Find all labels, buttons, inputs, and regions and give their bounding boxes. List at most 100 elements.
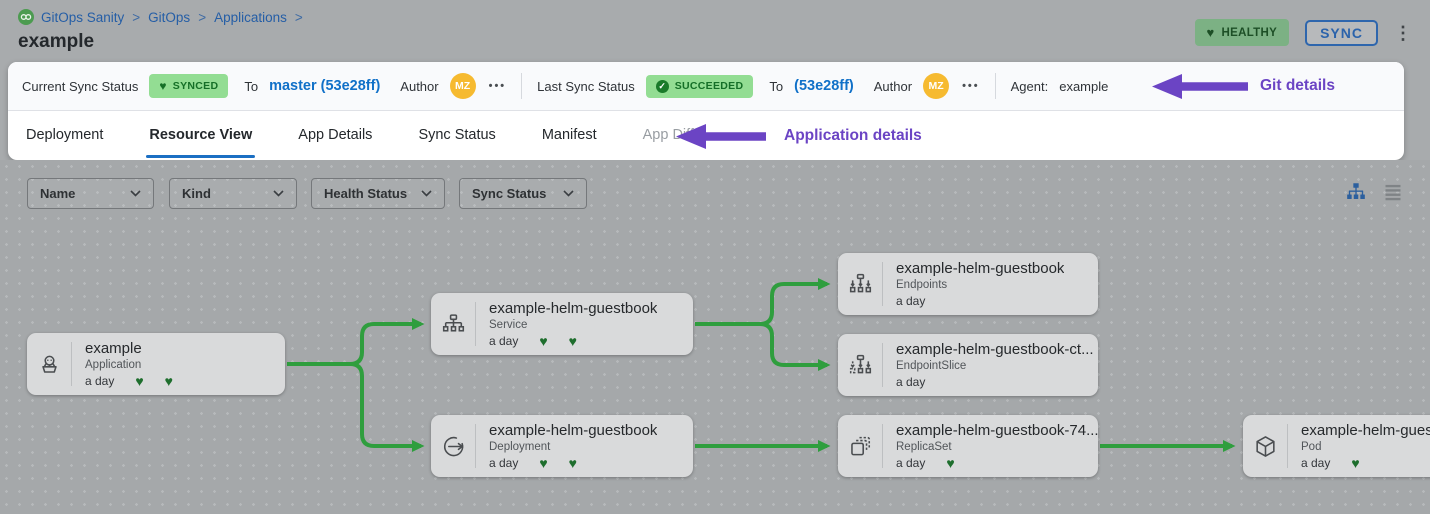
breadcrumb-module[interactable]: GitOps <box>148 9 191 25</box>
heart-icon: ♥ <box>539 333 548 349</box>
breadcrumb: GitOps Sanity > GitOps > Applications > <box>18 9 304 25</box>
git-details-arrow-icon <box>1152 74 1248 99</box>
heart-icon: ♥ <box>568 455 577 471</box>
tab-app-details[interactable]: App Details <box>298 127 373 143</box>
tree-view-icon[interactable] <box>1346 182 1366 202</box>
list-view-icon[interactable] <box>1383 182 1403 202</box>
node-health-hearts: ♥♥ <box>135 374 173 388</box>
author-avatar: MZ <box>449 73 476 99</box>
node-name: example-helm-guestbook <box>896 260 1065 277</box>
agent-label: Agent: <box>1010 78 1049 94</box>
tab-app-diff[interactable]: App Diff <box>642 127 694 143</box>
heart-icon: ♥ <box>164 373 173 389</box>
node-replicaset[interactable]: example-helm-guestbook-74... ReplicaSet … <box>838 415 1098 477</box>
breadcrumb-separator: > <box>198 9 207 25</box>
kebab-menu-icon[interactable]: ⋮ <box>1394 22 1412 43</box>
chevron-down-icon <box>130 190 141 197</box>
node-deployment[interactable]: example-helm-guestbook Deployment a day ♥… <box>431 415 693 477</box>
service-icon <box>431 302 476 346</box>
sync-status-filter-label: Sync Status <box>472 186 547 201</box>
kind-filter-dropdown[interactable]: Kind <box>169 178 297 209</box>
application-icon <box>27 342 72 386</box>
heart-icon: ♥ <box>568 333 577 349</box>
git-details-card: Current Sync Status ♥ SYNCED To master (… <box>8 62 1404 160</box>
kind-filter-label: Kind <box>182 186 211 201</box>
ellipsis-menu-icon[interactable]: ••• <box>962 80 980 92</box>
synced-badge-label: SYNCED <box>172 80 219 92</box>
node-age: a day <box>896 375 926 389</box>
node-name: example <box>85 340 142 357</box>
health-status-filter-dropdown[interactable]: Health Status <box>311 178 445 209</box>
tab-sync-status[interactable]: Sync Status <box>418 127 496 143</box>
chevron-down-icon <box>421 190 432 197</box>
application-details-annotation: Application details <box>784 127 922 144</box>
heart-icon: ♥ <box>135 373 144 389</box>
node-age: a day <box>896 456 926 470</box>
heart-icon: ♥ <box>946 455 955 471</box>
page-title: example <box>18 31 95 52</box>
node-kind: Service <box>489 319 528 331</box>
node-health-hearts: ♥ <box>946 456 954 470</box>
health-status-badge: ♥ HEALTHY <box>1194 19 1290 46</box>
tab-resource-view[interactable]: Resource View <box>146 127 256 158</box>
node-service[interactable]: example-helm-guestbook Service a day♥♥ <box>431 293 693 355</box>
tab-manifest[interactable]: Manifest <box>541 127 597 143</box>
heart-icon: ♥ <box>1351 455 1360 471</box>
to-label: To <box>244 78 259 94</box>
breadcrumb-separator: > <box>294 9 303 25</box>
check-circle-icon: ✓ <box>655 79 669 93</box>
node-health-hearts: ♥ <box>1351 456 1359 470</box>
node-age: a day <box>489 456 519 470</box>
divider <box>994 73 996 99</box>
node-name: example-helm-guestbook-ct... <box>896 341 1094 358</box>
node-application[interactable]: example Application a day♥♥ <box>27 333 285 395</box>
ellipsis-menu-icon[interactable]: ••• <box>488 80 507 92</box>
node-kind: Pod <box>1301 441 1322 453</box>
node-health-hearts: ♥♥ <box>539 334 577 348</box>
chevron-down-icon <box>273 190 284 197</box>
node-age: a day <box>85 374 115 388</box>
heart-icon: ♥ <box>1206 25 1215 40</box>
health-status-filter-label: Health Status <box>324 186 408 201</box>
node-endpoints[interactable]: example-helm-guestbook Endpoints a day <box>838 253 1098 315</box>
sync-status-filter-dropdown[interactable]: Sync Status <box>459 178 587 209</box>
node-kind: Deployment <box>489 441 551 453</box>
node-name: example-helm-guest <box>1301 422 1430 439</box>
current-sync-status-label: Current Sync Status <box>22 78 139 94</box>
node-kind: ReplicaSet <box>896 441 952 453</box>
pod-icon <box>1243 424 1288 468</box>
health-status-label: HEALTHY <box>1221 26 1278 39</box>
node-kind: Application <box>85 359 142 371</box>
author-label: Author <box>400 78 439 94</box>
node-name: example-helm-guestbook-74... <box>896 422 1098 439</box>
application-details-arrow-icon <box>676 124 766 149</box>
last-sync-target-link[interactable]: (53e28ff) <box>794 78 854 94</box>
name-filter-label: Name <box>40 186 76 201</box>
breadcrumb-project[interactable]: GitOps Sanity <box>41 9 125 25</box>
to-label: To <box>769 78 784 94</box>
succeeded-badge-label: SUCCEEDED <box>674 80 744 92</box>
node-pod[interactable]: example-helm-guest Pod a day ♥ <box>1243 415 1430 477</box>
node-endpointslice[interactable]: example-helm-guestbook-ct... EndpointSli… <box>838 334 1098 396</box>
endpointslice-icon <box>838 343 883 387</box>
current-sync-target-link[interactable]: master (53e28ff) <box>269 78 381 94</box>
agent-value: example <box>1059 78 1109 94</box>
succeeded-badge: ✓ SUCCEEDED <box>645 74 754 98</box>
heart-icon: ♥ <box>159 79 167 93</box>
node-age: a day <box>896 294 926 308</box>
name-filter-dropdown[interactable]: Name <box>27 178 154 209</box>
node-name: example-helm-guestbook <box>489 422 658 439</box>
sync-button[interactable]: SYNC <box>1305 19 1378 46</box>
sync-status-bar: Current Sync Status ♥ SYNCED To master (… <box>8 62 1404 111</box>
heart-icon: ♥ <box>539 455 548 471</box>
breadcrumb-separator: > <box>132 9 141 25</box>
node-health-hearts: ♥♥ <box>539 456 577 470</box>
gitops-logo-icon <box>18 9 34 25</box>
header-actions: ♥ HEALTHY SYNC ⋮ <box>1194 19 1412 46</box>
tab-deployment[interactable]: Deployment <box>26 127 104 143</box>
divider <box>521 73 523 99</box>
resource-tree-canvas: Name Kind Health Status Sync Status <box>0 160 1430 514</box>
node-age: a day <box>1301 456 1331 470</box>
breadcrumb-applications[interactable]: Applications <box>214 9 287 25</box>
